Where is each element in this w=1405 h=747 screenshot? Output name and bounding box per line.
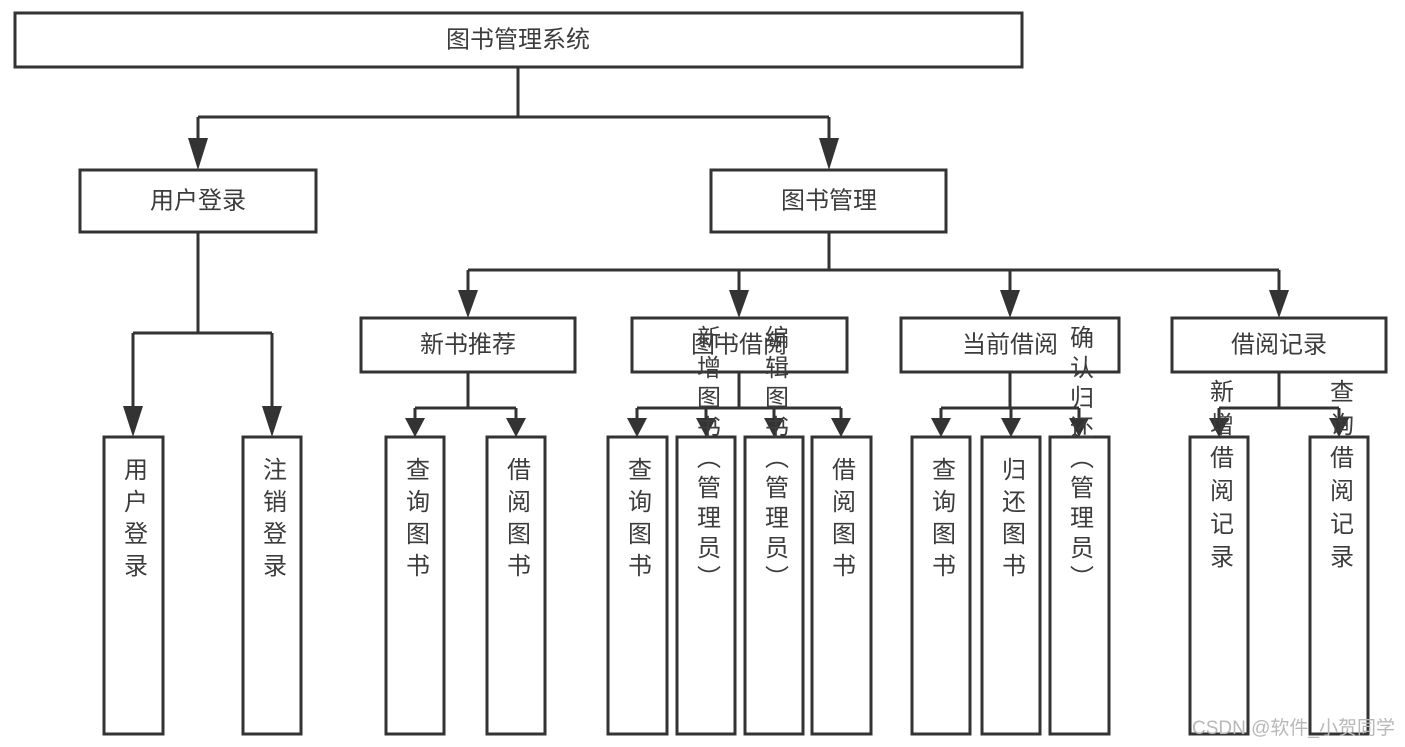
node-leaf-query-book-b[interactable]: 查询图书 — [606, 435, 669, 736]
node-leaf-edit-book-label: 编辑图书（管理员） — [761, 325, 789, 595]
arrowhead-user-login — [188, 138, 208, 170]
node-leaf-add-record[interactable]: 新增借阅记录 — [1188, 379, 1250, 736]
node-leaf-query-book-c[interactable]: 查询图书 — [910, 435, 972, 736]
node-leaf-add-book-box[interactable] — [675, 435, 737, 736]
node-leaf-query-book-c-label: 查询图书 — [928, 457, 956, 585]
arrowhead-borrow-record — [1269, 290, 1289, 318]
node-leaf-query-record-label: 查询借阅记录 — [1326, 379, 1354, 577]
arrowhead-current-borrow — [1000, 290, 1020, 318]
arrowhead-leaf-user-login — [123, 406, 143, 437]
node-leaf-logout-box[interactable] — [241, 435, 303, 736]
node-leaf-query-book-a[interactable]: 查询图书 — [384, 435, 446, 736]
node-leaf-edit-book[interactable]: 编辑图书（管理员） — [743, 325, 805, 736]
node-leaf-logout-label: 注销登录 — [259, 457, 287, 585]
node-book-mgmt[interactable]: 图书管理 — [709, 168, 948, 234]
node-leaf-user-login-label: 用户登录 — [120, 457, 148, 585]
node-book-borrow-box[interactable] — [630, 316, 849, 374]
node-leaf-confirm-return-box[interactable] — [1048, 435, 1111, 736]
connector-layer — [123, 67, 1349, 437]
node-current-borrow[interactable]: 当前借阅 — [899, 316, 1121, 374]
node-borrow-record-label: 借阅记录 — [1231, 331, 1327, 358]
node-leaf-query-book-b-box[interactable] — [606, 435, 669, 736]
arrowhead-leaf-edit-book — [764, 418, 784, 437]
node-leaf-borrow-book-b-label: 借阅图书 — [828, 457, 856, 585]
node-current-borrow-box[interactable] — [899, 316, 1121, 374]
arrowhead-book-borrow — [729, 290, 749, 318]
node-leaf-return-book-box[interactable] — [980, 435, 1042, 736]
node-leaf-borrow-book-a-box[interactable] — [485, 435, 547, 736]
node-leaf-query-book-a-box[interactable] — [384, 435, 446, 736]
arrowhead-leaf-confirm-return — [1069, 418, 1089, 437]
node-leaf-confirm-return-label: 确认归还（管理员） — [1066, 325, 1094, 595]
node-new-book-rec[interactable]: 新书推荐 — [359, 316, 577, 374]
node-leaf-add-record-label: 新增借阅记录 — [1206, 379, 1234, 577]
node-user-login[interactable]: 用户登录 — [78, 168, 318, 234]
node-root-label: 图书管理系统 — [446, 26, 590, 53]
node-leaf-add-book-label: 新增图书（管理员） — [693, 325, 721, 595]
node-leaf-query-book-c-box[interactable] — [910, 435, 972, 736]
node-book-borrow[interactable]: 图书借阅 — [630, 316, 849, 374]
node-leaf-borrow-book-b-box[interactable] — [810, 435, 873, 736]
node-leaf-query-book-a-label: 查询图书 — [402, 457, 430, 585]
node-leaf-borrow-book-a-label: 借阅图书 — [503, 457, 531, 585]
node-book-mgmt-box[interactable] — [709, 168, 948, 234]
arrowhead-leaf-add-record — [1209, 418, 1229, 437]
node-leaf-confirm-return[interactable]: 确认归还（管理员） — [1048, 325, 1111, 736]
arrowhead-leaf-borrow-book-b — [831, 418, 851, 437]
node-leaf-query-record[interactable]: 查询借阅记录 — [1308, 379, 1370, 736]
node-borrow-record[interactable]: 借阅记录 — [1170, 316, 1388, 374]
arrowhead-book-mgmt — [819, 138, 839, 170]
node-book-borrow-label: 图书借阅 — [691, 331, 787, 358]
node-leaf-query-record-box[interactable] — [1308, 435, 1370, 736]
arrowhead-leaf-logout — [262, 406, 282, 437]
node-leaf-borrow-book-a[interactable]: 借阅图书 — [485, 435, 547, 736]
node-leaf-return-book[interactable]: 归还图书 — [980, 435, 1042, 736]
node-leaf-add-record-box[interactable] — [1188, 435, 1250, 736]
node-user-login-label: 用户登录 — [150, 187, 246, 214]
node-current-borrow-label: 当前借阅 — [962, 331, 1058, 358]
arrowhead-leaf-add-book — [696, 418, 716, 437]
node-leaf-user-login-box[interactable] — [102, 435, 165, 736]
node-leaf-logout[interactable]: 注销登录 — [241, 435, 303, 736]
arrowhead-leaf-return-book — [1001, 418, 1021, 437]
node-leaf-query-book-b-label: 查询图书 — [624, 457, 652, 585]
arrowhead-leaf-query-record — [1329, 418, 1349, 437]
node-book-mgmt-label: 图书管理 — [781, 187, 877, 214]
node-root-box[interactable] — [13, 11, 1024, 69]
arrowhead-leaf-query-book-b — [627, 418, 647, 437]
node-leaf-user-login[interactable]: 用户登录 — [102, 435, 165, 736]
arrowhead-leaf-borrow-book-a — [506, 418, 526, 437]
node-user-login-box[interactable] — [78, 168, 318, 234]
node-borrow-record-box[interactable] — [1170, 316, 1388, 374]
arrowhead-leaf-query-book-a — [405, 418, 425, 437]
node-leaf-edit-book-box[interactable] — [743, 435, 805, 736]
node-new-book-rec-box[interactable] — [359, 316, 577, 374]
node-root[interactable]: 图书管理系统 — [13, 11, 1024, 69]
watermark-label: CSDN @软件_小贺同学 — [1192, 717, 1395, 739]
node-leaf-add-book[interactable]: 新增图书（管理员） — [675, 325, 737, 736]
node-new-book-rec-label: 新书推荐 — [420, 331, 516, 358]
arrowhead-new-book-rec — [458, 290, 478, 318]
arrowhead-leaf-query-book-c — [931, 418, 951, 437]
node-leaf-return-book-label: 归还图书 — [998, 457, 1026, 585]
node-leaf-borrow-book-b[interactable]: 借阅图书 — [810, 435, 873, 736]
